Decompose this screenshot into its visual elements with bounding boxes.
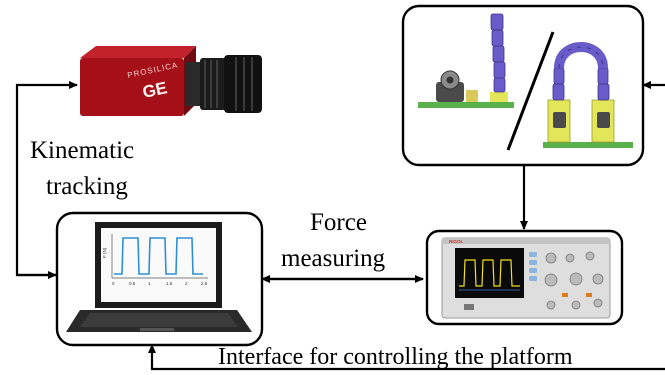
laptop-xtick: 1.5	[166, 281, 173, 286]
camera-model: GE	[141, 78, 169, 102]
oscilloscope-brand: RIGOL	[449, 239, 464, 244]
laptop-trace	[114, 237, 203, 275]
laptop-xtick: 0.5	[129, 281, 136, 286]
interface-label: Interface for controlling the platform	[218, 344, 573, 370]
comparison-slash	[506, 31, 555, 151]
laptop-xtick: 1	[148, 281, 151, 286]
laptop-xtick: 0	[112, 281, 115, 286]
oscilloscope: RIGOL	[441, 237, 611, 319]
connectors	[15, 81, 665, 371]
laptop: F (N) 0 0.5 1 1.5 2 2.5	[66, 222, 252, 332]
laptop-xtick: 2	[185, 281, 188, 286]
robot-setups	[418, 13, 633, 151]
measuring-label: measuring	[281, 245, 386, 272]
laptop-xtick: 2.5	[201, 281, 208, 286]
force-label: Force	[310, 209, 367, 236]
camera: PROSILICA GE	[80, 46, 262, 116]
interface-arrow	[148, 344, 665, 371]
oscilloscope-trace	[459, 259, 520, 287]
kinematic-label: Kinematic	[30, 137, 135, 164]
tracking-label: tracking	[46, 173, 128, 200]
laptop-ylabel: F (N)	[102, 247, 107, 258]
